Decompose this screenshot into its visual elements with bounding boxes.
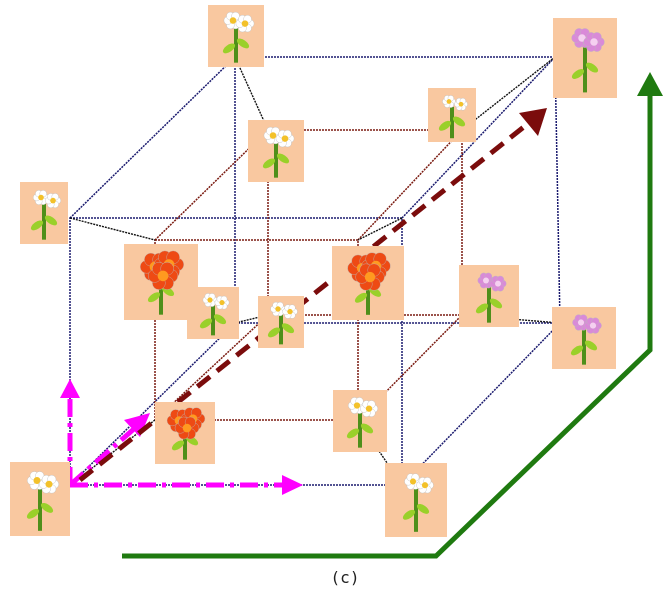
flower-tile-pink-flower-small	[459, 265, 519, 327]
diagonal-arrowhead	[519, 108, 547, 136]
figure-caption: (c)	[331, 568, 360, 587]
flower-tile-white-daisy-small	[187, 287, 239, 339]
y-arrowhead	[60, 379, 80, 398]
flower-tile-white-daisy-small	[385, 463, 447, 537]
flower-tile-white-daisy	[248, 120, 304, 182]
flower-tile-orange-flower	[332, 246, 404, 320]
flower-tile-white-daisy	[10, 462, 70, 536]
diagonal-arrow	[78, 120, 532, 482]
flower-tile-white-daisy	[333, 390, 387, 452]
flower-tile-white-daisy	[258, 296, 304, 348]
green-path-arrow	[122, 80, 653, 559]
flower-tile-white-daisy	[208, 5, 264, 67]
flower-tile-orange-flower	[124, 244, 198, 320]
flower-tile-white-daisy	[20, 182, 68, 244]
z-axis-arrow	[68, 426, 137, 487]
inner-cube	[154, 129, 463, 421]
z-arrowhead	[124, 413, 150, 437]
flower-tile-pink-flower	[553, 18, 617, 98]
green-arrowhead	[637, 72, 663, 96]
flower-tile-orange-flower	[155, 402, 215, 464]
flower-tile-white-daisy-small	[428, 88, 476, 142]
flower-tile-pink-flower-small	[552, 307, 616, 369]
flower-tiles	[10, 5, 617, 537]
x-arrowhead	[282, 475, 303, 495]
